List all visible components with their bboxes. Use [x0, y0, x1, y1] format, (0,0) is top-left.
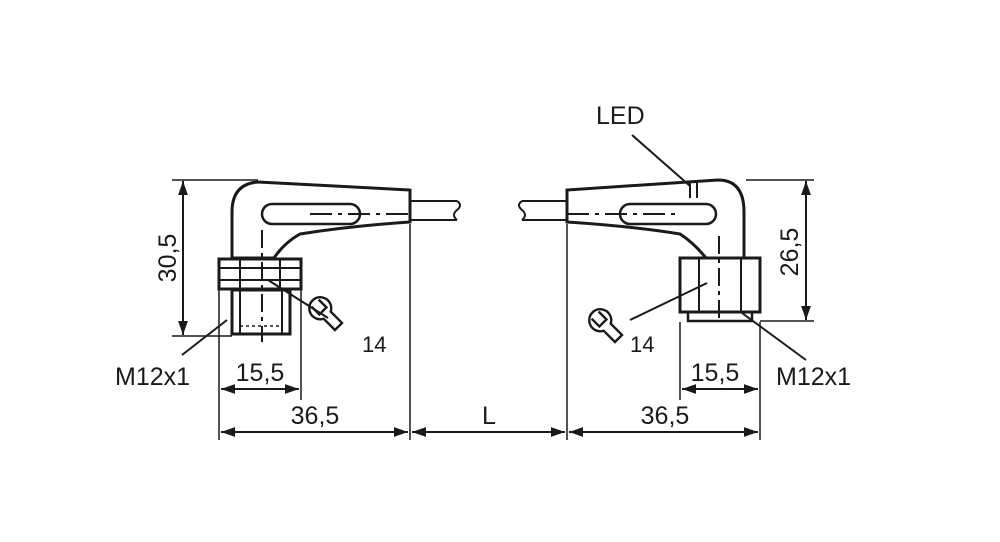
- left-connector: [217, 180, 461, 342]
- left-wrench-size-label: 14: [362, 332, 386, 357]
- left-small-width-dimension: 15,5: [221, 359, 299, 394]
- left-cable: [410, 200, 461, 221]
- right-thread-label: M12x1: [776, 363, 851, 391]
- wrench-icon: [588, 308, 624, 344]
- cable-length-label: L: [482, 402, 496, 430]
- led-callout: LED: [596, 102, 691, 187]
- left-height-dimension: 30,5: [154, 179, 258, 337]
- left-thread-label: M12x1: [115, 363, 190, 391]
- left-connector-housing: [230, 180, 412, 260]
- right-wrench-size-label: 14: [630, 332, 654, 357]
- right-height-label: 26,5: [776, 228, 804, 277]
- left-small-width-label: 15,5: [236, 359, 285, 387]
- right-connector: [518, 178, 762, 323]
- cable-length-dimension: L: [412, 224, 568, 440]
- left-wrench-callout: 14: [267, 279, 386, 357]
- right-cable: [518, 200, 567, 221]
- led-label: LED: [596, 102, 645, 130]
- right-small-width-label: 15,5: [691, 359, 740, 387]
- right-overall-width-label: 36,5: [641, 402, 690, 430]
- led-indicator: [689, 181, 698, 198]
- right-overall-width-dimension: 36,5: [569, 402, 758, 437]
- left-thread-callout: M12x1: [115, 319, 228, 391]
- left-hex-nut: [217, 257, 303, 291]
- left-overall-width-label: 36,5: [291, 402, 340, 430]
- right-height-dimension: 26,5: [746, 179, 814, 322]
- wrench-icon: [308, 296, 344, 332]
- right-connector-housing: [565, 178, 746, 260]
- left-overall-width-dimension: 36,5: [221, 402, 408, 437]
- right-thread-callout: M12x1: [741, 312, 851, 391]
- left-height-label: 30,5: [154, 234, 182, 283]
- right-wrench-callout: 14: [588, 282, 708, 357]
- right-small-width-dimension: 15,5: [682, 359, 758, 394]
